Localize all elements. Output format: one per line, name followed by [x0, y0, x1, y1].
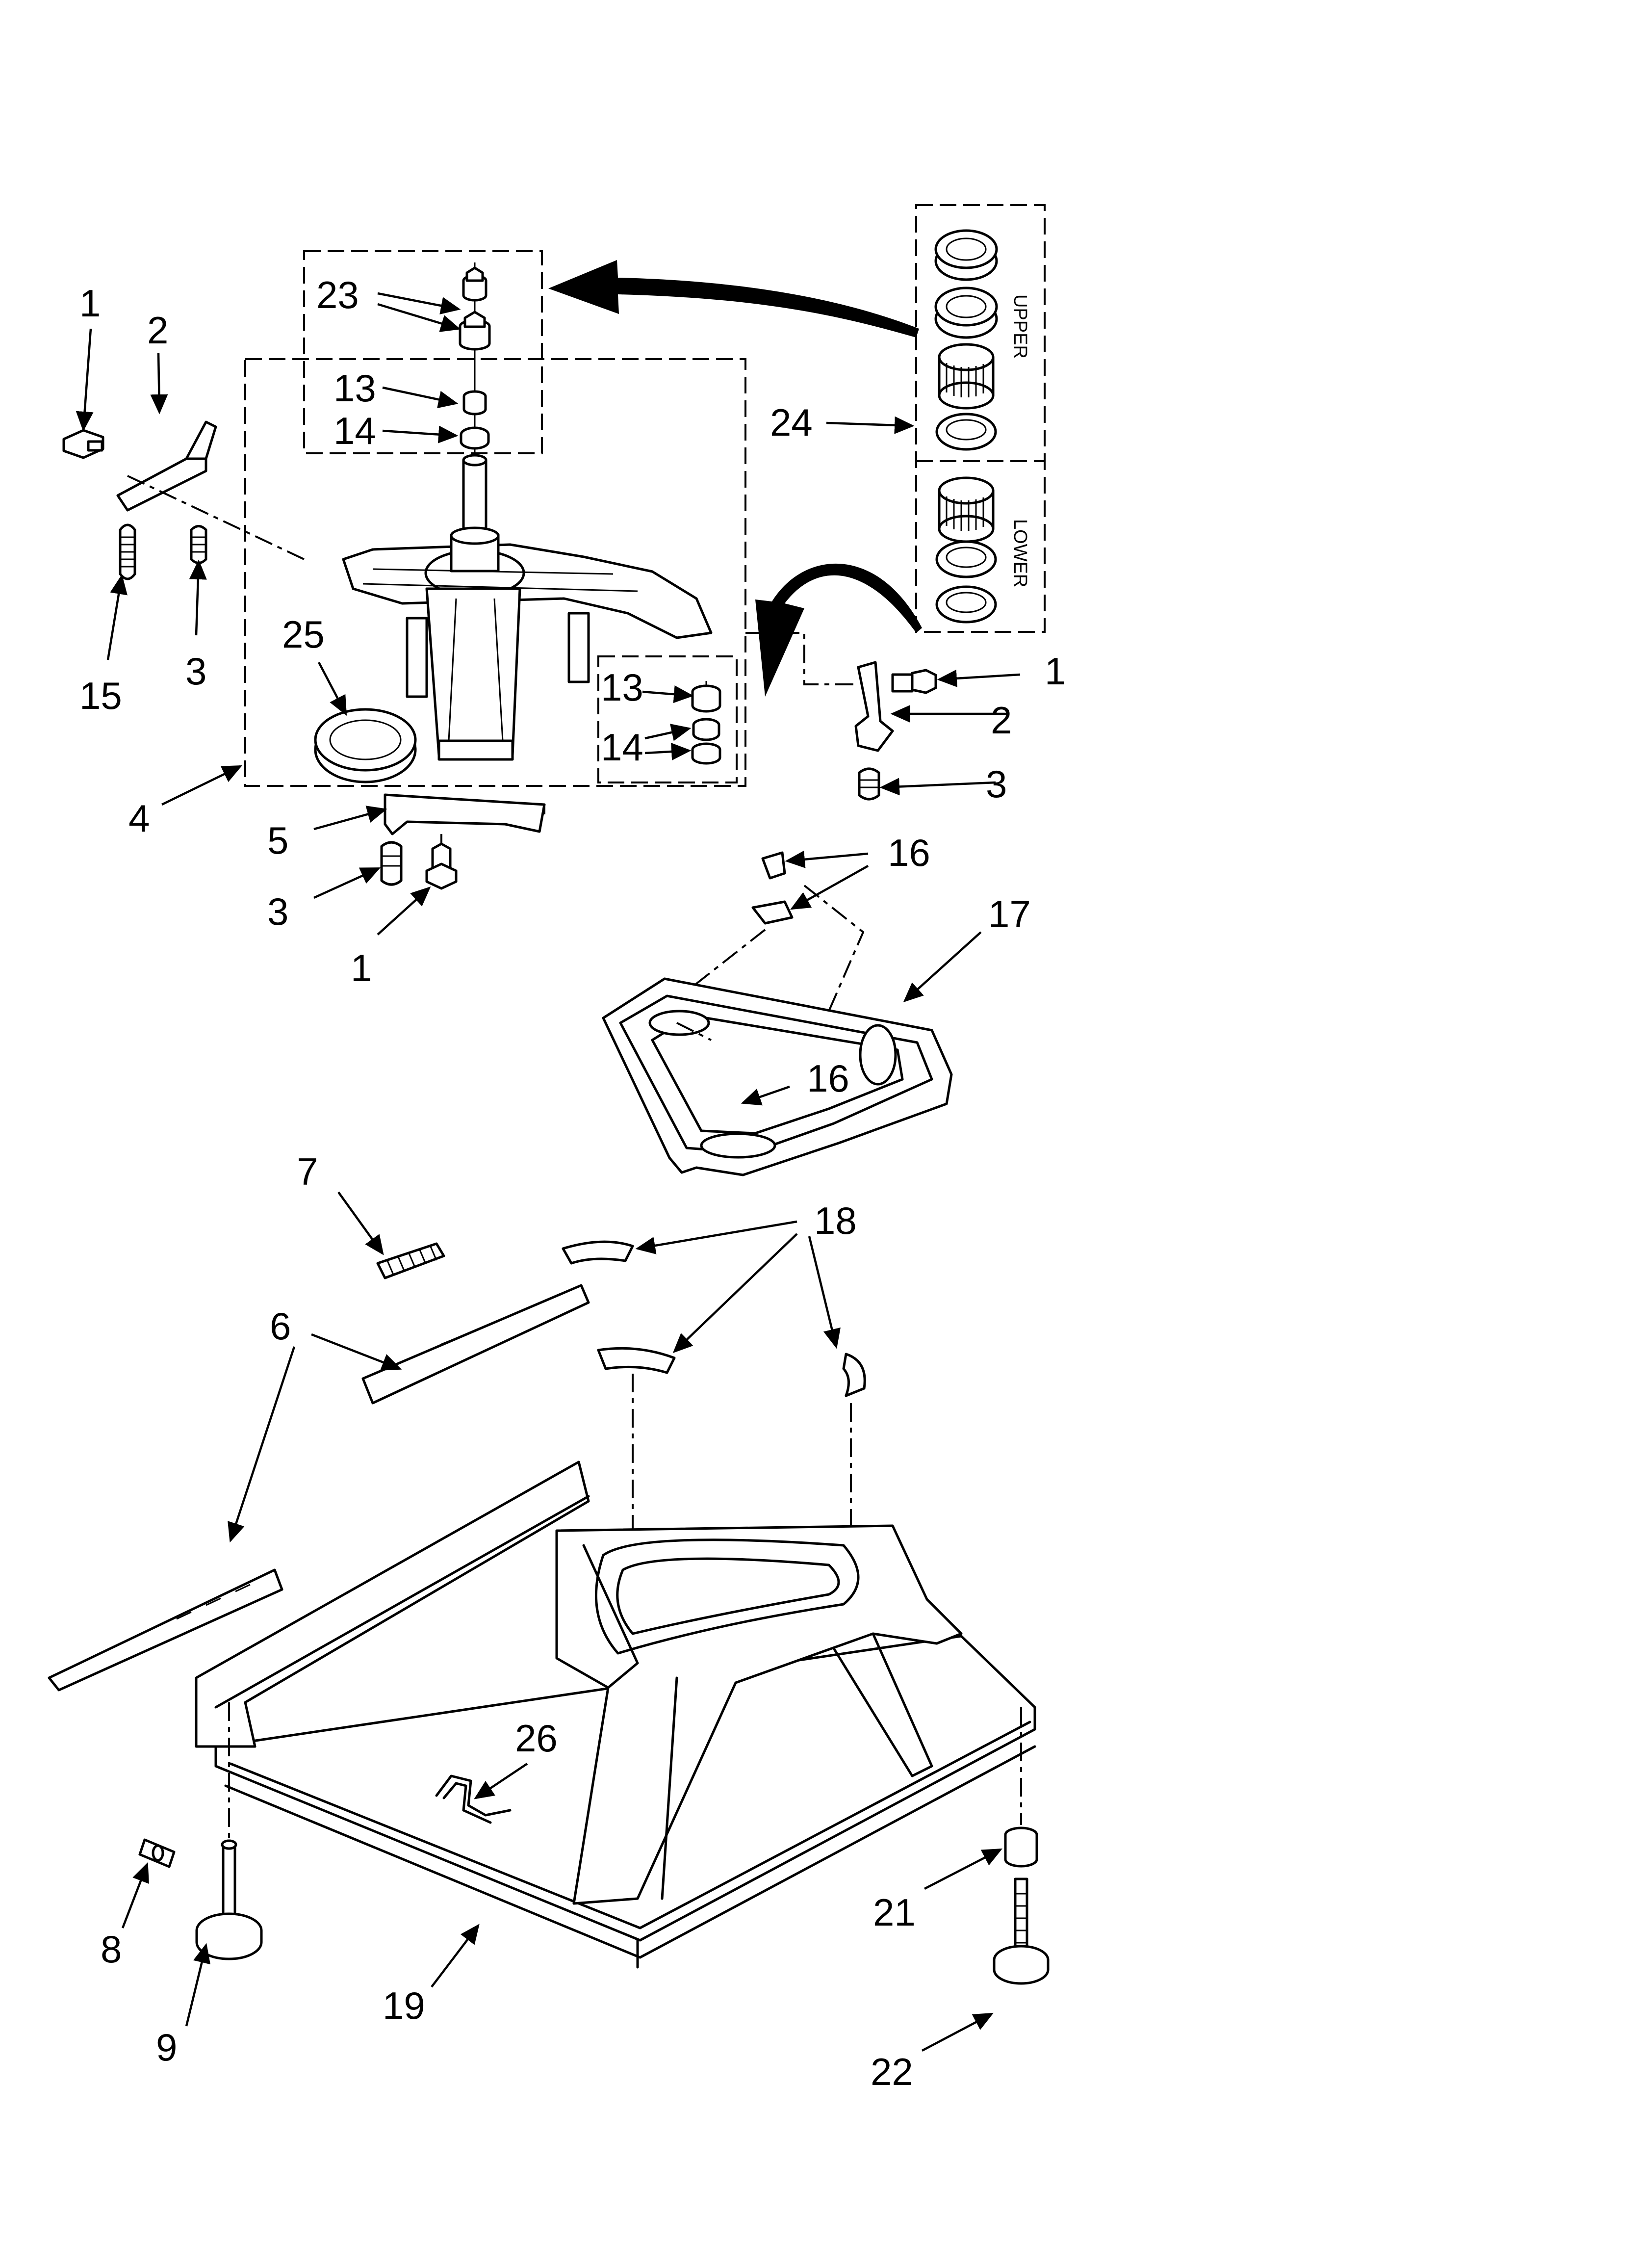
callout-14-upper: 14: [334, 409, 376, 452]
arrow-to-lower-box: [755, 563, 922, 697]
callout-21: 21: [873, 1891, 916, 1934]
callout-8: 8: [101, 1928, 122, 1971]
callout-1-bottom: 1: [351, 946, 372, 990]
kit-label-upper: UPPER: [1010, 294, 1030, 359]
base-frame: [195, 1460, 1036, 1969]
callout-4: 4: [128, 797, 150, 840]
callout-2-right: 2: [991, 699, 1012, 742]
callout-9: 9: [156, 2026, 177, 2069]
right-bracket-assembly: [745, 632, 937, 801]
top-frame: [602, 977, 953, 1176]
callout-1-right: 1: [1045, 650, 1066, 693]
kit-arrows: [548, 260, 922, 697]
front-leg: [993, 1707, 1050, 1985]
callout-16-lower: 16: [807, 1057, 849, 1100]
callout-15: 15: [79, 674, 122, 717]
leader-lines: [76, 292, 1021, 2052]
callout-14-lower: 14: [601, 726, 643, 769]
callout-23: 23: [316, 273, 359, 316]
callout-3-left: 3: [185, 650, 206, 693]
callout-5: 5: [267, 819, 288, 862]
clip-part: [435, 1774, 512, 1824]
callout-13-upper: 13: [334, 366, 376, 410]
callout-17: 17: [988, 892, 1031, 936]
callout-2-left: 2: [147, 309, 168, 352]
upper-bearing-gear: [938, 343, 995, 410]
callout-labels: 1 2 23 13 14 24 15 3 25 13 14 1 2 3 4 5 …: [79, 273, 1066, 2093]
lower-box-parts: [691, 681, 721, 765]
upper-seal-1: [934, 229, 998, 281]
arrow-to-upper-box: [548, 260, 919, 338]
kit-label-lower: LOWER: [1010, 519, 1030, 587]
left-bracket-assembly: [62, 420, 305, 580]
rear-leg: [138, 1702, 263, 1960]
bearing-kit: UPPER LOWER: [934, 229, 1030, 624]
callout-6: 6: [270, 1304, 291, 1348]
upper-box-parts: [459, 262, 491, 461]
group-boxes: [244, 204, 1046, 787]
lower-ring-2: [935, 585, 997, 624]
lower-bearing-gear: [938, 476, 995, 543]
callout-3-bottom: 3: [267, 890, 288, 933]
callout-24: 24: [770, 401, 813, 444]
callout-13-lower: 13: [601, 666, 643, 709]
bottom-bracket-assembly: [380, 793, 546, 890]
lower-ring-1: [935, 540, 997, 578]
callout-18: 18: [814, 1199, 857, 1242]
upper-seal-2: [934, 287, 998, 339]
spring-and-braces: [48, 1240, 866, 1692]
callout-3-right: 3: [986, 762, 1007, 806]
snubber-ring: [314, 708, 417, 783]
callout-16-upper: 16: [888, 831, 930, 874]
suspension-spider: [342, 454, 713, 761]
callout-19: 19: [383, 1984, 425, 2027]
upper-ring: [935, 413, 997, 451]
callout-25: 25: [282, 613, 325, 656]
callout-1-left: 1: [79, 282, 101, 325]
callout-7: 7: [297, 1150, 318, 1193]
callout-26: 26: [515, 1717, 558, 1760]
callout-22: 22: [871, 2050, 913, 2093]
